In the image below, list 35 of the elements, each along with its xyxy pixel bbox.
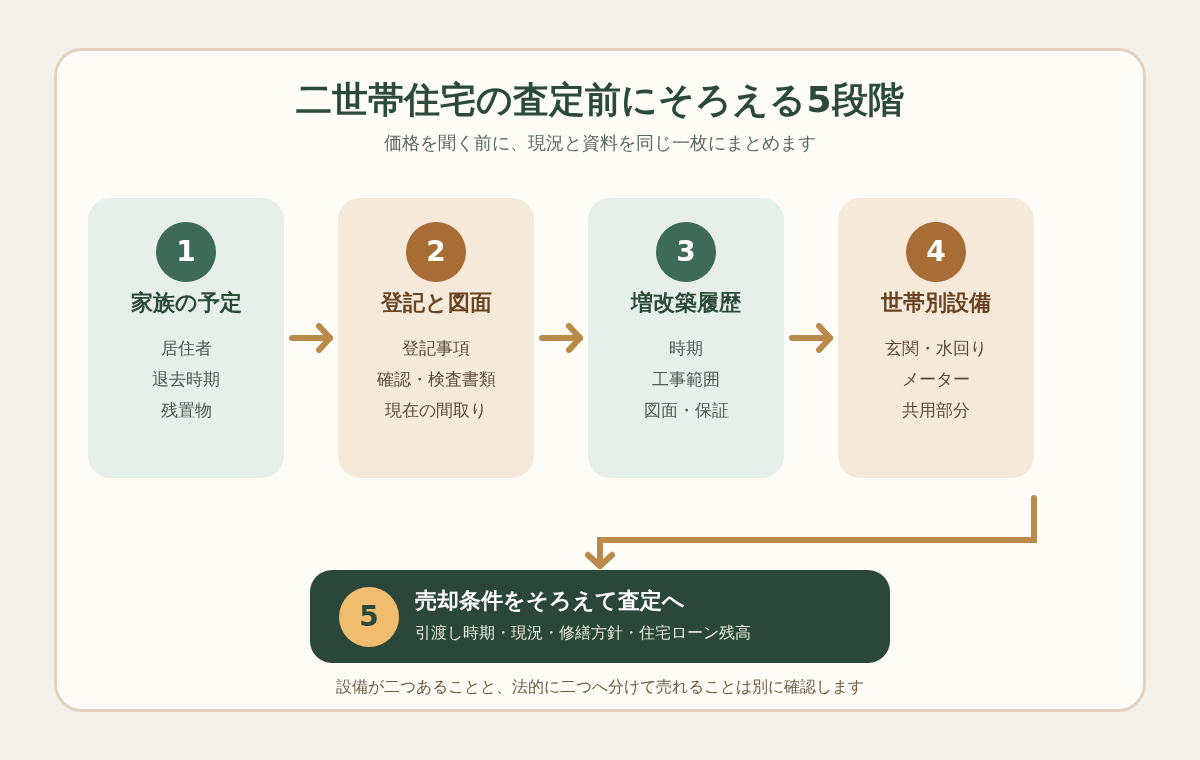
- arrow: [289, 323, 333, 353]
- subtitle: 価格を聞く前に、現況と資料を同じ一枚にまとめます: [383, 131, 817, 155]
- step-number: 1: [156, 222, 216, 282]
- step-item: 退去時期: [151, 368, 221, 391]
- step-item: 引渡し時期・現況・修繕方針・住宅ローン残高: [415, 623, 751, 644]
- step-card: [338, 198, 534, 478]
- step-item: 残置物: [159, 399, 213, 422]
- title: 二世帯住宅の査定前にそろえる5段階: [295, 78, 905, 122]
- arrow: [789, 323, 833, 353]
- step-item: 確認・検査書類: [375, 368, 497, 391]
- step-card: [588, 198, 784, 478]
- step-item: 玄関・水回り: [884, 337, 988, 360]
- step-item: 共用部分: [901, 399, 971, 422]
- step-heading: 世帯別設備: [880, 289, 992, 317]
- arrow: [585, 495, 1037, 569]
- step-item: 登記事項: [401, 337, 471, 360]
- step-heading: 家族の予定: [129, 289, 243, 317]
- step-item: 時期: [668, 337, 704, 360]
- step-card: [88, 198, 284, 478]
- step-item: 図面・保証: [642, 399, 730, 422]
- step-number: 4: [906, 222, 966, 282]
- step-item: メーター: [901, 368, 971, 391]
- step-number: 2: [406, 222, 466, 282]
- step-card: [838, 198, 1034, 478]
- step-item: 工事範囲: [651, 368, 721, 391]
- step-number: 3: [656, 222, 716, 282]
- final-step-banner: [310, 570, 890, 663]
- step-heading: 登記と図面: [379, 289, 493, 317]
- step-number: 5: [339, 587, 399, 647]
- arrow: [539, 323, 583, 353]
- note: 設備が二つあることと、法的に二つへ分けて売れることは別に確認します: [335, 677, 865, 698]
- step-heading: 売却条件をそろえて査定へ: [415, 587, 685, 615]
- step-item: 居住者: [159, 337, 213, 360]
- step-item: 現在の間取り: [384, 399, 488, 422]
- step-heading: 増改築履歴: [629, 289, 742, 317]
